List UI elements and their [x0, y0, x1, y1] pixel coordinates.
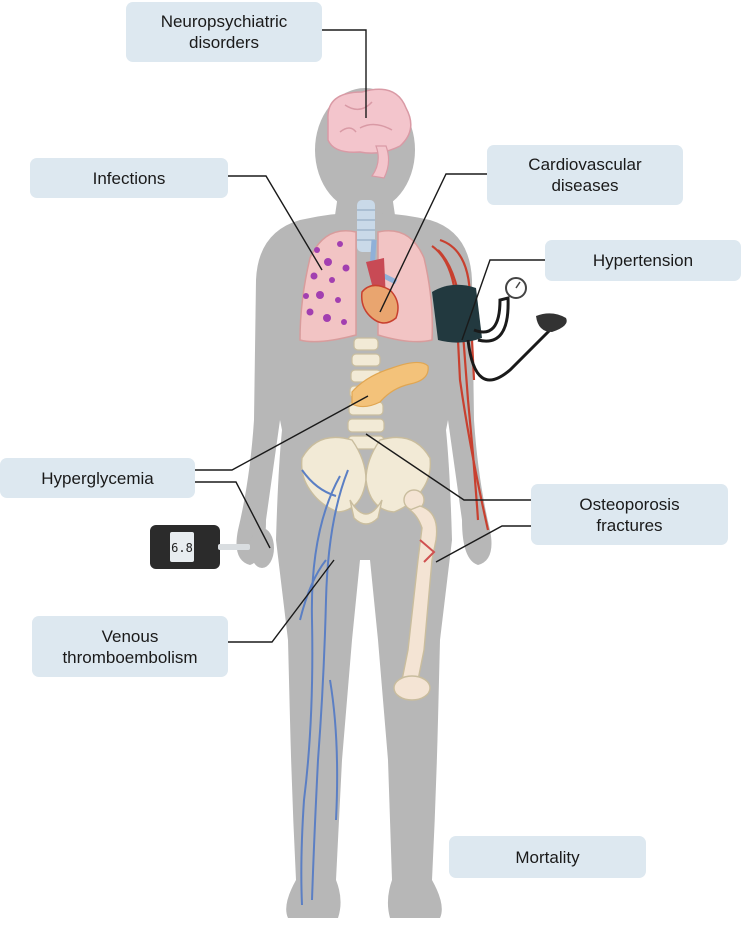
label-hyperglycemia: Hyperglycemia [0, 458, 195, 498]
label-text: Osteoporosis fractures [579, 494, 680, 535]
leader-lines [195, 29, 545, 643]
glucose-meter: 6.8 [150, 525, 250, 569]
femur [393, 489, 438, 701]
brain [327, 88, 412, 179]
label-text: Venous thromboembolism [62, 626, 198, 667]
hand [250, 528, 274, 568]
blood-pressure-cuff [432, 277, 567, 382]
label-venous-thromboembolism: Venous thromboembolism [32, 616, 228, 677]
label-text: Hyperglycemia [41, 468, 154, 488]
glucose-reading: 6.8 [171, 541, 193, 555]
trachea [357, 200, 375, 252]
infection-spots [303, 241, 350, 325]
label-text: Mortality [515, 847, 580, 867]
pancreas [351, 361, 429, 408]
label-infections: Infections [30, 158, 228, 198]
label-cardiovascular-diseases: Cardiovascular diseases [487, 145, 683, 205]
veins [299, 469, 349, 906]
label-text: Hypertension [592, 251, 694, 270]
label-text: Neuropsychiatric disorders [160, 12, 288, 52]
label-mortality: Mortality [449, 836, 646, 878]
label-text: Infections [92, 168, 166, 188]
label-hypertension: Hypertension [545, 240, 741, 281]
label-osteoporosis-fractures: Osteoporosis fractures [531, 484, 728, 545]
label-text: Cardiovascular diseases [528, 155, 642, 195]
label-neuropsychiatric-disorders: Neuropsychiatric disorders [126, 2, 322, 62]
fracture-mark [419, 539, 436, 563]
